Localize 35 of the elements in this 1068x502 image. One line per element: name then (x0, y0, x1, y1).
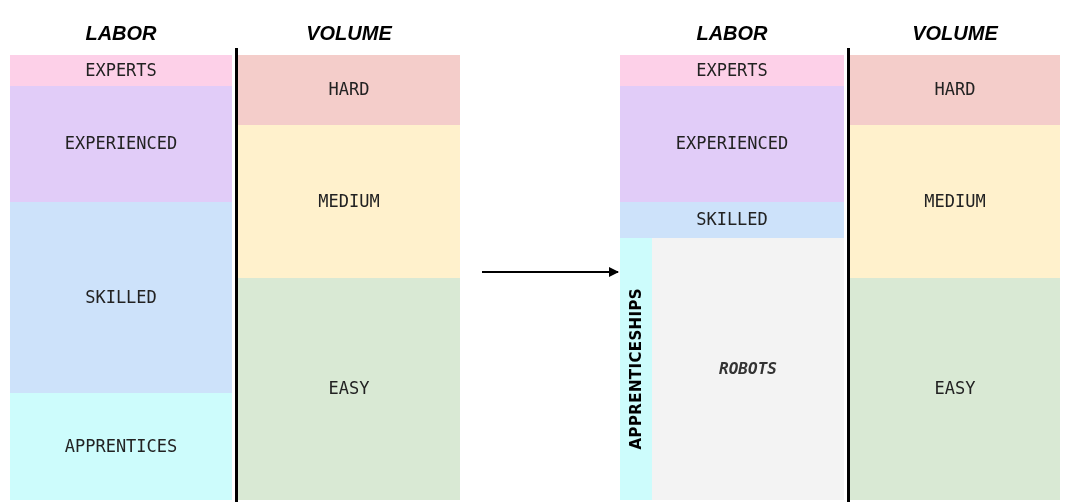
cell-label: EXPERTS (696, 58, 768, 82)
arrow (481, 267, 619, 277)
cell-label: MEDIUM (318, 189, 380, 213)
cell-label: HARD (328, 78, 370, 102)
cell-label: HARD (934, 78, 976, 102)
table-cell (620, 202, 844, 238)
table-cell (10, 55, 232, 86)
table-cell (238, 278, 460, 500)
table-cell (620, 55, 844, 86)
cell-label: MEDIUM (924, 189, 986, 213)
cell-label: EXPERIENCED (675, 132, 789, 156)
table-cell (620, 238, 652, 500)
cell-label: APPRENTICES (64, 434, 178, 458)
table-cell (238, 125, 460, 278)
column-heading: VOLUME (305, 21, 394, 46)
cell-label: APPRENTICESHIPS (628, 288, 644, 450)
table-cell (10, 202, 232, 393)
table-cell (850, 278, 1060, 500)
table-cell (652, 238, 844, 500)
table-cell (620, 86, 844, 202)
cell-label: EXPERIENCED (64, 132, 178, 156)
column-heading: VOLUME (911, 21, 1000, 46)
cell-label: SKILLED (696, 208, 768, 232)
cell-label: EASY (328, 377, 370, 401)
cell-label: SKILLED (85, 285, 157, 309)
cell-label: ROBOTS (719, 358, 777, 380)
column-heading: LABOR (84, 21, 158, 46)
table-cell (850, 125, 1060, 278)
table-cell (10, 393, 232, 500)
table-cell (10, 86, 232, 202)
table-cell (238, 55, 460, 125)
cell-label: EXPERTS (85, 58, 157, 82)
column-heading: LABOR (695, 21, 769, 46)
cell-label: EASY (934, 377, 976, 401)
table-cell (850, 55, 1060, 125)
